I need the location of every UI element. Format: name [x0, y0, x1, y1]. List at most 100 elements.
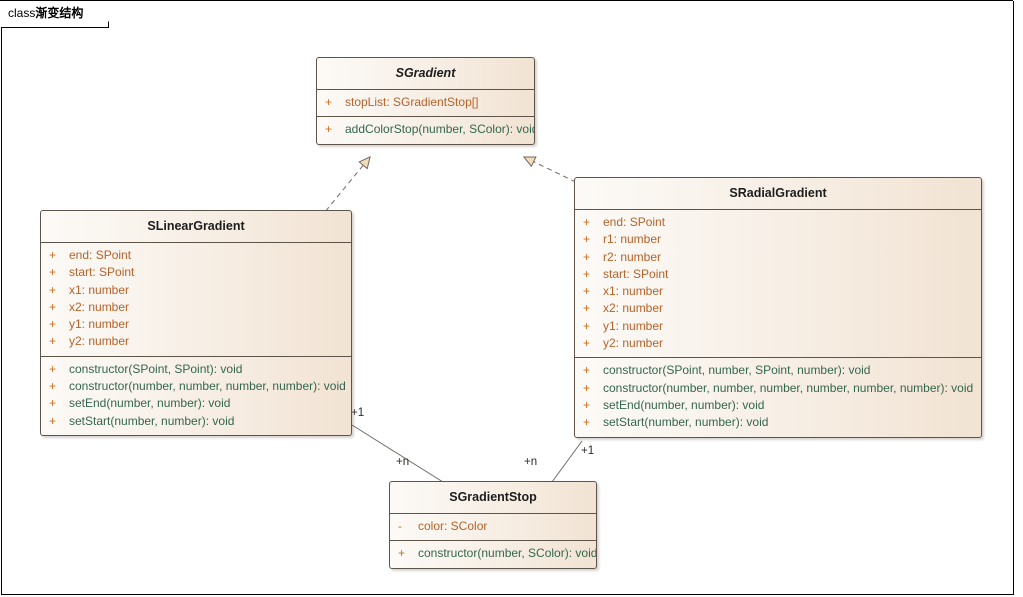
attribute-row: + stopList: SGradientStop[] — [317, 94, 534, 111]
diagram-title-name: 渐变结构 — [35, 6, 84, 20]
visibility-marker: + — [583, 415, 591, 430]
class-box-sgradientstop[interactable]: SGradientStop -color: SColor + constructo… — [389, 481, 597, 569]
attribute-row: + start: SPoint — [41, 264, 351, 281]
visibility-marker: + — [583, 318, 591, 333]
method-text: addColorStop(number, SColor): void — [345, 122, 535, 137]
attributes-section-sgradientstop: -color: SColor — [390, 514, 596, 540]
attribute-row: + y1: number — [575, 318, 981, 335]
visibility-marker: + — [583, 266, 591, 281]
visibility-marker: + — [49, 396, 57, 411]
attribute-row: +y2: number — [41, 333, 351, 350]
methods-section-sgradient: + addColorStop(number, SColor): void — [317, 116, 534, 143]
attribute-row: + end: SPoint — [575, 214, 981, 231]
method-text: constructor(SPoint, number, SPoint, numb… — [603, 363, 871, 378]
visibility-marker: + — [583, 232, 591, 247]
attribute-row: + x2: number — [41, 299, 351, 316]
method-text: setEnd(number, number): void — [603, 397, 765, 412]
multiplicity-radial-target: +n — [524, 456, 538, 468]
visibility-marker: + — [583, 301, 591, 316]
diagram-title-label: class渐变结构 — [8, 4, 83, 21]
attribute-row: -color: SColor — [390, 518, 596, 535]
attribute-text: y1: number — [603, 318, 664, 333]
attribute-row: + x1: number — [41, 282, 351, 299]
methods-section-sradialgradient: + constructor(SPoint, number, SPoint, num… — [575, 357, 981, 436]
attribute-row: + x1: number — [575, 283, 981, 300]
visibility-marker: + — [583, 363, 591, 378]
methods-section-sgradientstop: + constructor(number, SColor): void — [390, 540, 596, 567]
visibility-marker: + — [583, 215, 591, 229]
attribute-row: + x2: number — [575, 300, 981, 317]
class-title-sradialgradient: SRadialGradient — [575, 178, 981, 210]
method-row: + setEnd(number, number): void — [41, 395, 351, 412]
visibility-marker: + — [583, 380, 591, 395]
method-text: constructor(SPoint, SPoint): void — [69, 361, 243, 376]
method-text: constructor(number, number, number, numb… — [603, 380, 974, 395]
method-text: setStart(number, number): void — [603, 415, 769, 430]
method-row: + setStart(number, number): void — [41, 413, 351, 430]
visibility-marker: + — [583, 397, 591, 412]
attribute-row: + r2: number — [575, 249, 981, 266]
visibility-marker: + — [49, 282, 57, 297]
visibility-marker: + — [583, 336, 591, 351]
method-row: + constructor(SPoint, number, SPoint, num… — [575, 362, 981, 379]
method-text: constructor(number, SColor): void — [418, 546, 597, 561]
visibility-marker: + — [325, 122, 333, 137]
attribute-text: start: SPoint — [603, 266, 669, 281]
multiplicity-linear-target: +n — [396, 456, 410, 468]
visibility-marker: + — [583, 284, 591, 299]
class-box-sradialgradient[interactable]: SRadialGradient + end: SPoint + r1: number… — [574, 177, 982, 438]
method-row: + setStart(number, number): void — [575, 414, 981, 431]
visibility-marker: + — [583, 249, 591, 264]
visibility-marker: + — [49, 379, 57, 394]
attribute-text: stopList: SGradientStop[] — [345, 95, 479, 109]
method-row: + constructor(number, number, number, num… — [41, 378, 351, 395]
diagram-title-tab — [1, 1, 109, 28]
frame-top-border — [0, 0, 1013, 1]
visibility-marker: + — [49, 265, 57, 280]
visibility-marker: + — [49, 248, 57, 262]
attribute-row: + start: SPoint — [575, 266, 981, 283]
class-box-slineargradient[interactable]: SLinearGradient + end: SPoint + start: SPo… — [40, 210, 352, 436]
method-row: + constructor(SPoint, SPoint): void — [41, 361, 351, 378]
visibility-marker: + — [49, 361, 57, 376]
attribute-text: r1: number — [603, 232, 662, 247]
method-text: setStart(number, number): void — [69, 413, 235, 428]
method-row: + constructor(number, SColor): void — [390, 545, 596, 562]
visibility-marker: + — [49, 299, 57, 314]
attributes-section-slineargradient: +end: SPoint +start: SPoint +x1: number … — [41, 243, 351, 356]
attribute-text: r2: number — [603, 249, 662, 264]
attribute-text: end: SPoint — [603, 215, 666, 229]
attribute-row: + r1: number — [575, 231, 981, 248]
methods-section-slineargradient: + constructor(SPoint, SPoint): void + cons… — [41, 355, 351, 435]
attribute-text: y2: number — [69, 334, 130, 349]
class-title-slineargradient: SLinearGradient — [41, 211, 351, 243]
method-row: + constructor(number, number, number, num… — [575, 380, 981, 397]
class-box-sgradient[interactable]: SGradient + stopList: SGradientStop[] + ad… — [316, 57, 535, 145]
attribute-text: start: SPoint — [69, 265, 135, 280]
attribute-text: end: SPoint — [69, 248, 132, 262]
attribute-text: x2: number — [603, 301, 664, 316]
method-row: + setEnd(number, number): void — [575, 397, 981, 414]
visibility-marker: + — [49, 413, 57, 428]
attribute-row: + y2: number — [575, 335, 981, 352]
class-title-sgradientstop: SGradientStop — [390, 482, 596, 514]
class-title-sgradient: SGradient — [317, 58, 534, 90]
attribute-row: + y1: number — [41, 316, 351, 333]
multiplicity-radial-source: +1 — [581, 445, 595, 457]
multiplicity-linear-source: +1 — [351, 407, 365, 419]
attributes-section-sgradient: + stopList: SGradientStop[] — [317, 90, 534, 116]
attribute-text: x1: number — [603, 284, 664, 299]
method-text: setEnd(number, number): void — [69, 396, 231, 411]
visibility-marker: + — [49, 317, 57, 332]
attribute-text: color: SColor — [418, 519, 488, 533]
method-row: + addColorStop(number, SColor): void — [317, 121, 534, 138]
diagram-title-keyword: class — [8, 6, 36, 20]
visibility-marker: + — [398, 546, 406, 561]
attribute-text: y1: number — [69, 317, 130, 332]
method-text: constructor(number, number, number, numb… — [69, 379, 346, 394]
visibility-marker: + — [325, 95, 333, 109]
attribute-text: x2: number — [69, 299, 130, 314]
attribute-row: + end: SPoint — [41, 247, 351, 264]
attribute-text: x1: number — [69, 282, 130, 297]
attribute-text: y2: number — [603, 336, 664, 351]
